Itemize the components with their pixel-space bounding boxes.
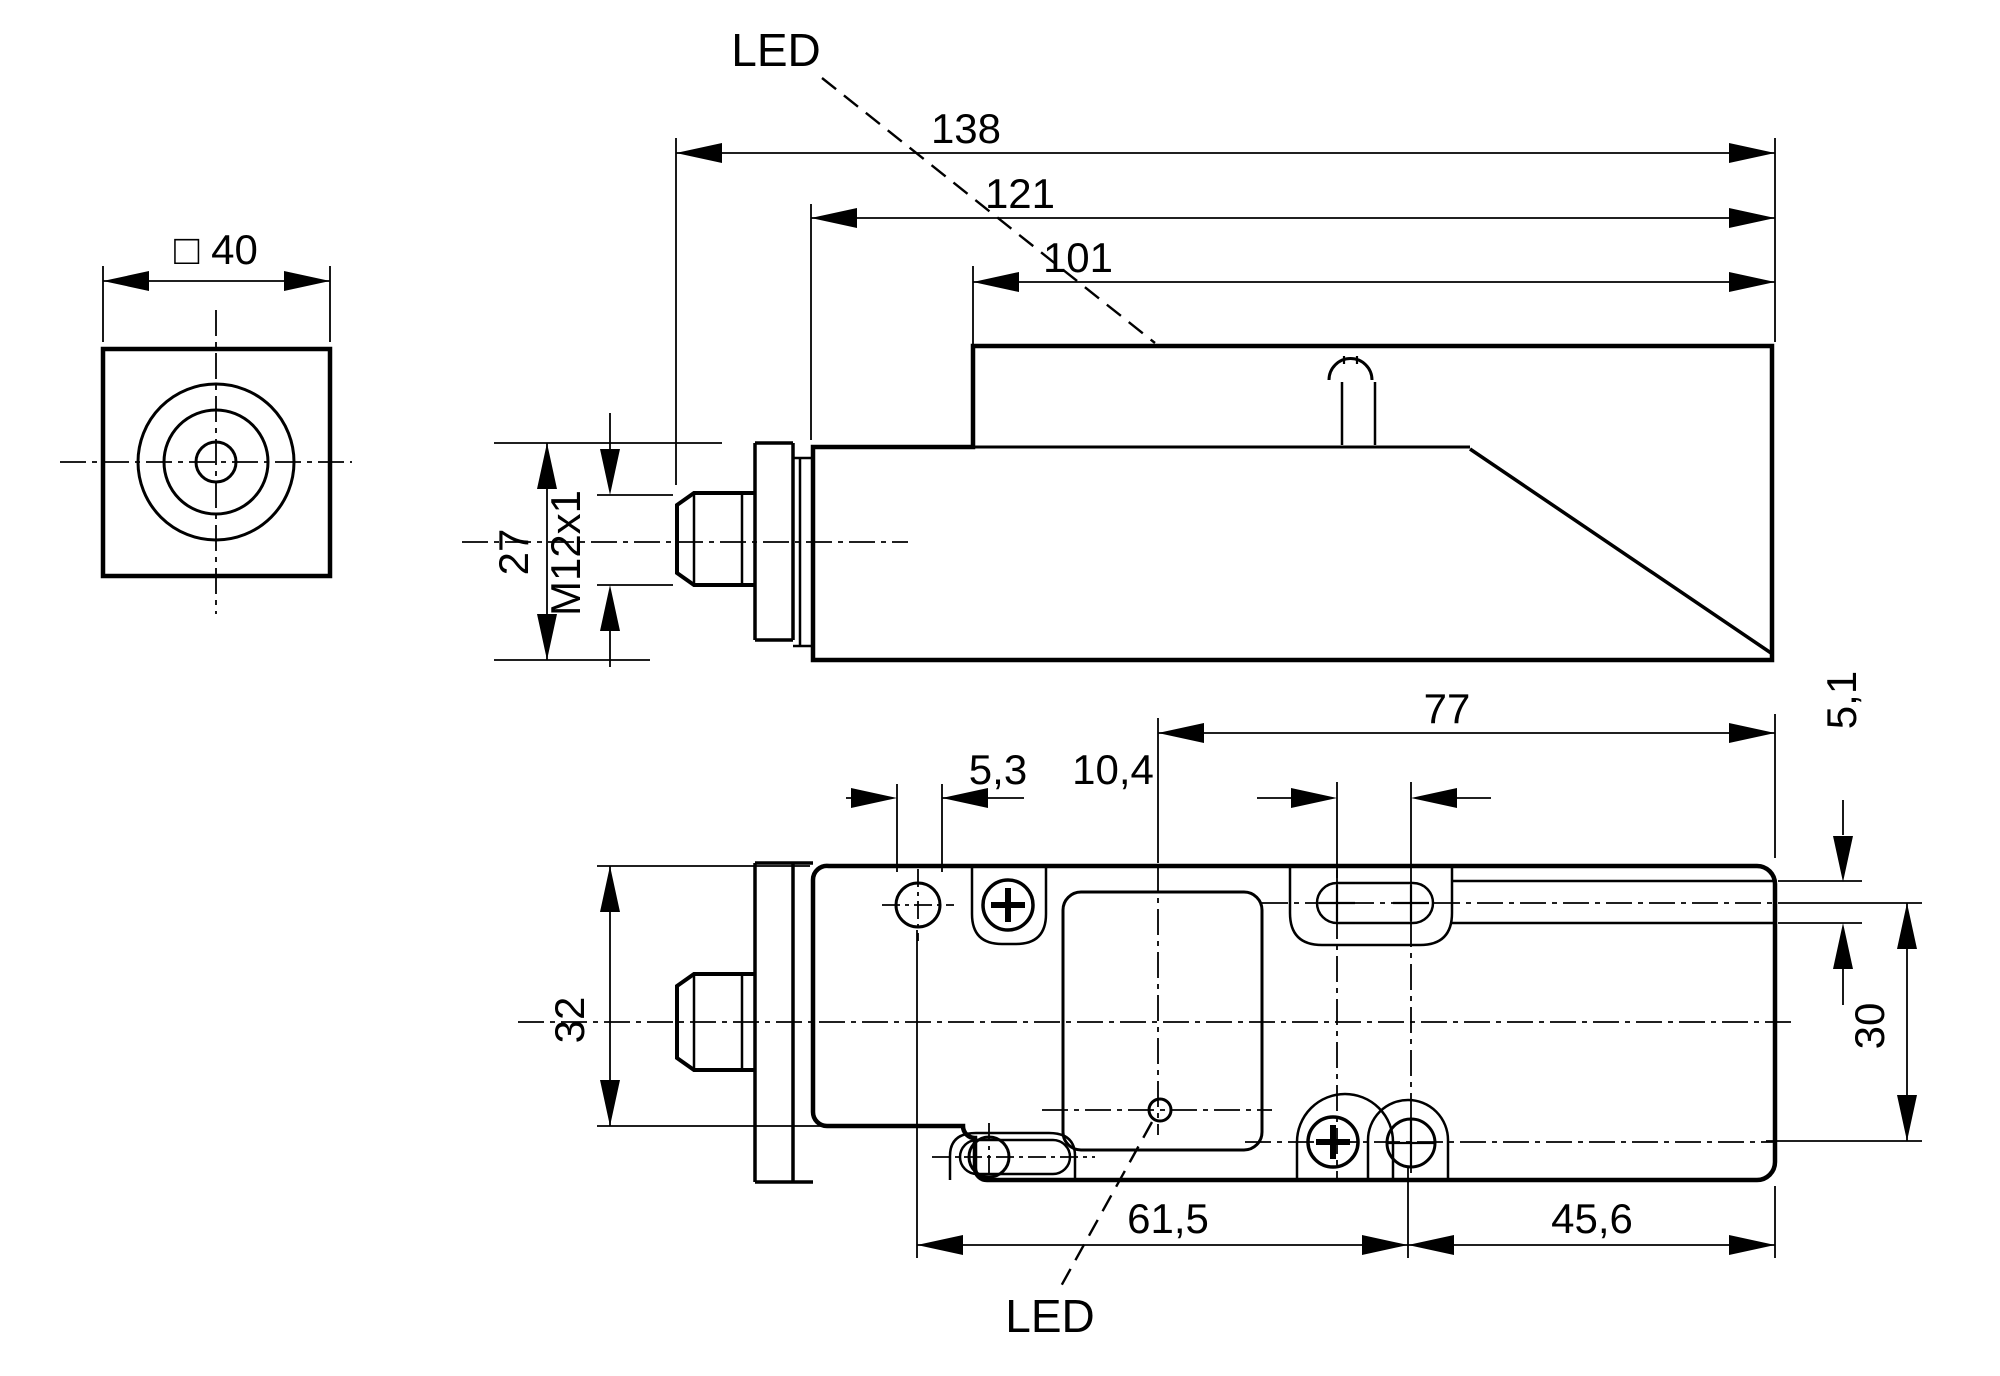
side-dimM12-ext-lines (597, 494, 673, 586)
top-dim104-label: 10,4 (1072, 746, 1154, 793)
side-dim138-label: 138 (931, 105, 1001, 152)
side-connector-thread (675, 491, 755, 587)
top-connector-thread (675, 972, 755, 1072)
top-dim30-label: 30 (1846, 1003, 1893, 1050)
top-dim51-ext-lines (1778, 880, 1862, 924)
top-dim30-ext-lines (1766, 902, 1922, 1142)
side-dim27-label: 27 (490, 529, 537, 576)
arrowheads-left (103, 143, 1457, 1255)
side-chamfer-slope (1469, 447, 1772, 655)
side-led-label: LED (731, 24, 820, 76)
top-groove-lines (1452, 879, 1775, 925)
top-led-label: LED (1005, 1290, 1094, 1342)
top-dome-pad-1 (1295, 1092, 1395, 1180)
side-screw-channel (1340, 382, 1377, 445)
top-dim53-label: 5,3 (969, 746, 1027, 793)
top-dim456-label: 45,6 (1551, 1195, 1633, 1242)
top-led-window (1061, 890, 1264, 1152)
top-dim53-ext-lines (896, 784, 943, 872)
top-dim615-label: 61,5 (1127, 1195, 1209, 1242)
side-screw-slot (1342, 356, 1359, 364)
dimension-arrowheads (103, 143, 1917, 1255)
side-dim121-label: 121 (985, 170, 1055, 217)
side-screw-head (1327, 357, 1374, 381)
arrowheads-down (537, 449, 1917, 1141)
top-led-leader-line (1058, 1121, 1154, 1289)
top-slot-pad (1288, 868, 1454, 947)
side-view: LED 138 121 101 27 (462, 24, 1776, 667)
top-view: 77 5,3 10,4 (518, 671, 1922, 1342)
front-dim-label: □ 40 (174, 226, 258, 273)
top-dome-pad-2 (1366, 1098, 1450, 1180)
top-body-outline (810, 863, 1778, 1183)
side-dim27-ext-lines (494, 442, 722, 661)
side-led-leader-line (821, 77, 1156, 344)
top-hole-bottom-right-cross (1387, 1119, 1435, 1167)
top-slot-bottom-pad (948, 1131, 1077, 1180)
side-dim101-label: 101 (1043, 234, 1113, 281)
arrowheads-right (284, 143, 1775, 1255)
side-connector-thread-lines (692, 493, 744, 585)
side-flange-step (793, 456, 813, 648)
top-screw-left-cross-icon (991, 888, 1025, 922)
front-view: □ 40 (60, 226, 352, 614)
top-screw-left (981, 878, 1035, 932)
top-screw-pad (970, 866, 1048, 946)
top-dim51-label: 5,1 (1818, 671, 1865, 729)
side-dimM12-label: M12x1 (542, 490, 589, 616)
top-dim104-ext-lines (1336, 782, 1412, 878)
top-dim32-label: 32 (546, 997, 593, 1044)
front-dim-extension-lines (102, 266, 331, 342)
top-dim77-label: 77 (1424, 685, 1471, 732)
arrowheads-up (537, 443, 1917, 969)
side-body-outline (810, 343, 1775, 663)
top-dim32-ext-lines (597, 865, 822, 1127)
